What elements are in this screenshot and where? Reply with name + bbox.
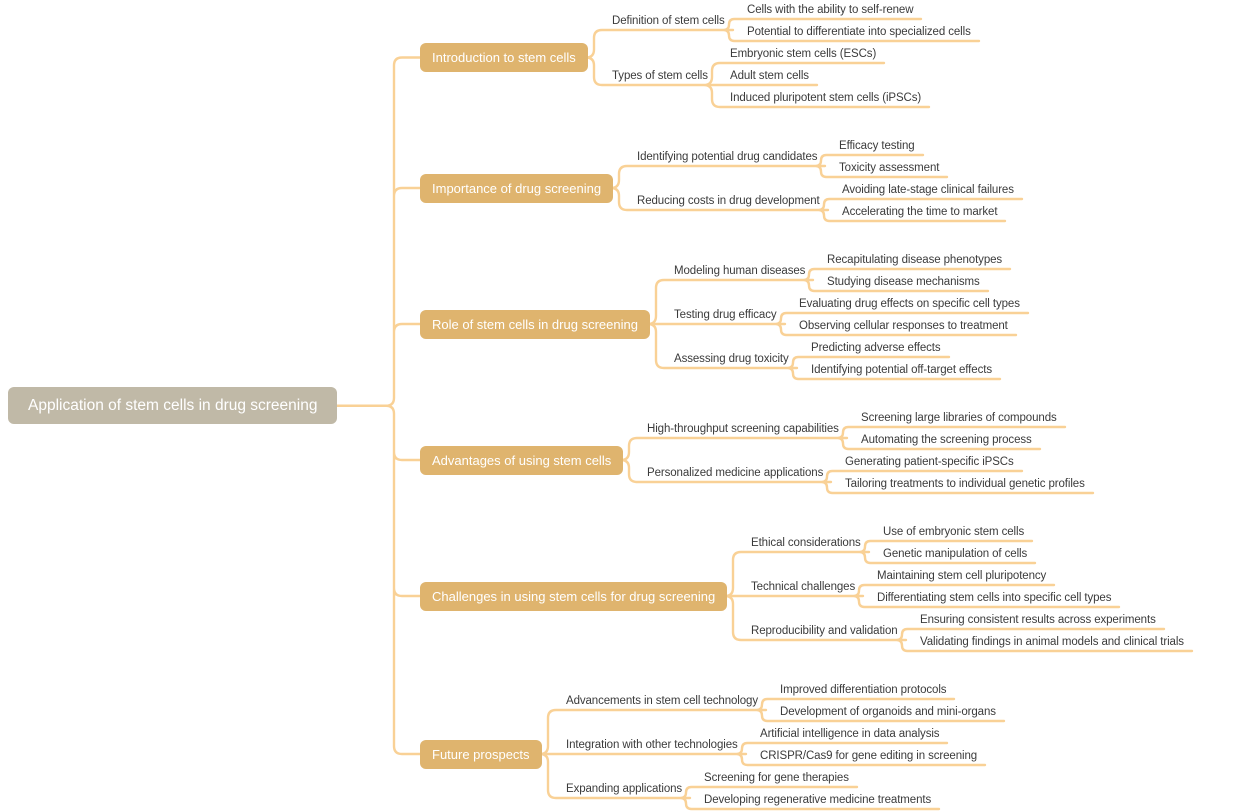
leaf-node-developing-regenerative-medicine-treatments[interactable]: Developing regenerative medicine treatme… bbox=[704, 794, 932, 806]
topic-node-personalized-medicine-applications[interactable]: Personalized medicine applications bbox=[647, 467, 824, 479]
leaf-node-identifying-potential-off-target-effects[interactable]: Identifying potential off-target effects bbox=[811, 364, 992, 376]
leaf-node-embryonic-stem-cells-escs[interactable]: Embryonic stem cells (ESCs) bbox=[730, 48, 877, 60]
topic-node-expanding-applications[interactable]: Expanding applications bbox=[566, 783, 683, 795]
leaf-node-studying-disease-mechanisms[interactable]: Studying disease mechanisms bbox=[827, 276, 980, 288]
branch-node-role-of-stem-cells-in-drug-screening[interactable]: Role of stem cells in drug screening bbox=[420, 309, 650, 339]
leaf-node-generating-patient-specific-ipscs[interactable]: Generating patient-specific iPSCs bbox=[845, 456, 1014, 468]
leaf-node-improved-differentiation-protocols[interactable]: Improved differentiation protocols bbox=[780, 684, 947, 696]
leaf-node-adult-stem-cells[interactable]: Adult stem cells bbox=[730, 70, 809, 82]
topic-node-types-of-stem-cells[interactable]: Types of stem cells bbox=[612, 70, 708, 82]
leaf-node-predicting-adverse-effects[interactable]: Predicting adverse effects bbox=[811, 342, 941, 354]
leaf-node-artificial-intelligence-in-data-analysis[interactable]: Artificial intelligence in data analysis bbox=[760, 728, 940, 740]
leaf-node-maintaining-stem-cell-pluripotency[interactable]: Maintaining stem cell pluripotency bbox=[877, 570, 1047, 582]
leaf-node-potential-to-differentiate-into-specialized-cell[interactable]: Potential to differentiate into speciali… bbox=[747, 26, 971, 38]
leaf-node-screening-large-libraries-of-compounds[interactable]: Screening large libraries of compounds bbox=[861, 412, 1057, 424]
branch-node-advantages-of-using-stem-cells[interactable]: Advantages of using stem cells bbox=[420, 445, 624, 475]
topic-node-reproducibility-and-validation[interactable]: Reproducibility and validation bbox=[751, 625, 898, 637]
leaf-node-observing-cellular-responses-to-treatment[interactable]: Observing cellular responses to treatmen… bbox=[799, 320, 1008, 332]
leaf-node-screening-for-gene-therapies[interactable]: Screening for gene therapies bbox=[704, 772, 849, 784]
leaf-node-automating-the-screening-process[interactable]: Automating the screening process bbox=[861, 434, 1032, 446]
topic-node-assessing-drug-toxicity[interactable]: Assessing drug toxicity bbox=[674, 353, 789, 365]
branch-node-introduction-to-stem-cells[interactable]: Introduction to stem cells bbox=[420, 43, 588, 72]
branch-node-importance-of-drug-screening[interactable]: Importance of drug screening bbox=[420, 173, 614, 203]
leaf-node-recapitulating-disease-phenotypes[interactable]: Recapitulating disease phenotypes bbox=[827, 254, 1003, 266]
branch-node-challenges-in-using-stem-cells-for-drug-screenin[interactable]: Challenges in using stem cells for drug … bbox=[420, 581, 728, 611]
leaf-node-induced-pluripotent-stem-cells-ipscs[interactable]: Induced pluripotent stem cells (iPSCs) bbox=[730, 92, 922, 104]
leaf-node-development-of-organoids-and-mini-organs[interactable]: Development of organoids and mini-organs bbox=[780, 706, 996, 718]
leaf-node-efficacy-testing[interactable]: Efficacy testing bbox=[839, 140, 915, 152]
topic-node-ethical-considerations[interactable]: Ethical considerations bbox=[751, 537, 861, 549]
topic-node-testing-drug-efficacy[interactable]: Testing drug efficacy bbox=[674, 309, 777, 321]
leaf-node-differentiating-stem-cells-into-specific-cell-ty[interactable]: Differentiating stem cells into specific… bbox=[877, 592, 1112, 604]
topic-node-modeling-human-diseases[interactable]: Modeling human diseases bbox=[674, 265, 806, 277]
topic-node-advancements-in-stem-cell-technology[interactable]: Advancements in stem cell technology bbox=[566, 695, 759, 707]
topic-node-reducing-costs-in-drug-development[interactable]: Reducing costs in drug development bbox=[637, 195, 820, 207]
mindmap-connector-path bbox=[335, 17, 1194, 811]
leaf-node-tailoring-treatments-to-individual-genetic-profi[interactable]: Tailoring treatments to individual genet… bbox=[845, 478, 1085, 490]
leaf-node-crispr-cas9-for-gene-editing-in-screening[interactable]: CRISPR/Cas9 for gene editing in screenin… bbox=[760, 750, 978, 762]
root-node-application-of-stem-cells-in-drug-screening[interactable]: Application of stem cells in drug screen… bbox=[8, 387, 338, 425]
topic-node-identifying-potential-drug-candidates[interactable]: Identifying potential drug candidates bbox=[637, 151, 818, 163]
leaf-node-cells-with-the-ability-to-self-renew[interactable]: Cells with the ability to self-renew bbox=[747, 4, 914, 16]
leaf-node-accelerating-the-time-to-market[interactable]: Accelerating the time to market bbox=[842, 206, 998, 218]
leaf-node-validating-findings-in-animal-models-and-clinica[interactable]: Validating findings in animal models and… bbox=[920, 636, 1184, 648]
leaf-node-evaluating-drug-effects-on-specific-cell-types[interactable]: Evaluating drug effects on specific cell… bbox=[799, 298, 1020, 310]
leaf-node-toxicity-assessment[interactable]: Toxicity assessment bbox=[839, 162, 940, 174]
leaf-node-avoiding-late-stage-clinical-failures[interactable]: Avoiding late-stage clinical failures bbox=[842, 184, 1014, 196]
leaf-node-use-of-embryonic-stem-cells[interactable]: Use of embryonic stem cells bbox=[883, 526, 1025, 538]
topic-node-integration-with-other-technologies[interactable]: Integration with other technologies bbox=[566, 739, 738, 751]
leaf-node-genetic-manipulation-of-cells[interactable]: Genetic manipulation of cells bbox=[883, 548, 1028, 560]
leaf-node-ensuring-consistent-results-across-experiments[interactable]: Ensuring consistent results across exper… bbox=[920, 614, 1156, 626]
topic-node-technical-challenges[interactable]: Technical challenges bbox=[751, 581, 856, 593]
topic-node-high-throughput-screening-capabilities[interactable]: High-throughput screening capabilities bbox=[647, 423, 839, 435]
topic-node-definition-of-stem-cells[interactable]: Definition of stem cells bbox=[612, 15, 725, 27]
branch-node-future-prospects[interactable]: Future prospects bbox=[420, 739, 542, 769]
